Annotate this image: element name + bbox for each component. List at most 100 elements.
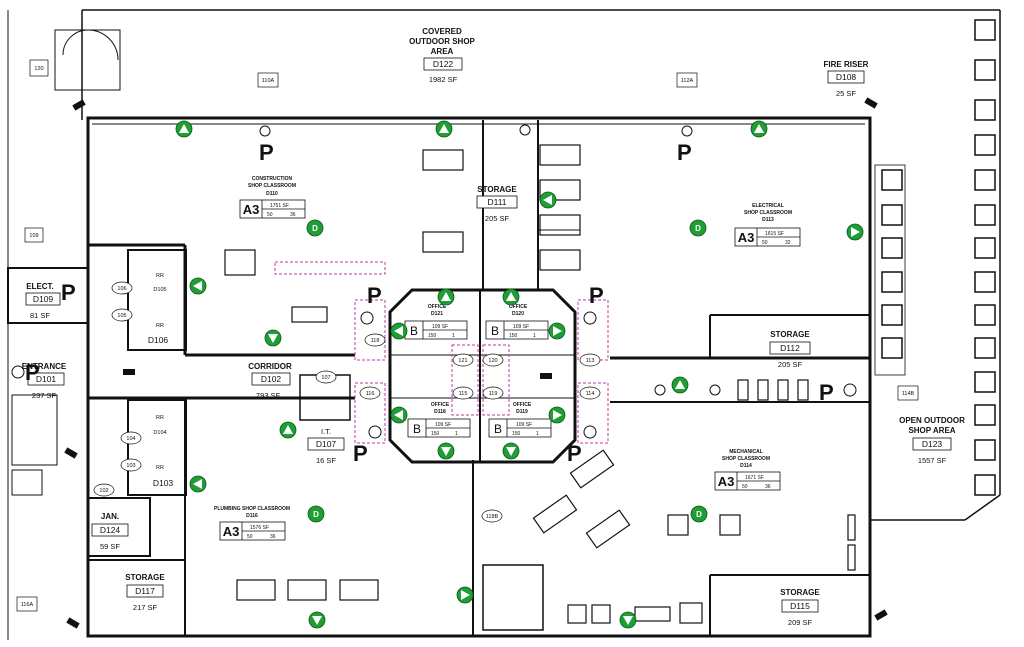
door-tag: 114B xyxy=(897,385,919,401)
svg-text:A3: A3 xyxy=(738,230,755,245)
door-tag: 107 xyxy=(315,370,337,384)
svg-text:SHOP CLASSROOM: SHOP CLASSROOM xyxy=(722,456,770,462)
triangle-up-icon xyxy=(437,288,455,306)
triangle-up-icon xyxy=(750,120,768,138)
svg-text:109 SF: 109 SF xyxy=(435,422,451,428)
svg-text:D107: D107 xyxy=(316,439,337,449)
svg-text:209 SF: 209 SF xyxy=(788,618,813,627)
svg-text:D124: D124 xyxy=(100,525,121,535)
svg-text:A3: A3 xyxy=(718,474,735,489)
room-rr-d105: RR D105 xyxy=(153,273,166,293)
parking-letter: P xyxy=(819,380,834,405)
svg-text:217 SF: 217 SF xyxy=(133,603,158,612)
svg-text:STORAGE: STORAGE xyxy=(780,588,820,597)
room-mechanical-classroom: MECHANICAL SHOP CLASSROOM D114 xyxy=(722,449,770,469)
svg-text:D112: D112 xyxy=(780,343,800,353)
triangle-down-icon xyxy=(619,611,637,629)
parking-letter: P xyxy=(677,140,692,165)
door-tag: 104 xyxy=(120,431,142,445)
svg-text:A3: A3 xyxy=(223,524,240,539)
svg-text:FIRE RISER: FIRE RISER xyxy=(824,60,869,69)
office-card-d120: B 109 SF 150 1 xyxy=(485,320,549,340)
svg-text:D: D xyxy=(695,224,701,233)
parking-symbols: P P P P P P P P P xyxy=(25,140,834,466)
svg-text:D102: D102 xyxy=(261,374,282,384)
svg-text:D114: D114 xyxy=(740,463,752,469)
camera-icon xyxy=(64,447,78,459)
triangle-right-icon xyxy=(548,406,566,424)
svg-text:D122: D122 xyxy=(433,59,454,69)
svg-text:118: 118 xyxy=(371,338,380,344)
fixture-icon xyxy=(259,125,271,137)
triangle-down-icon xyxy=(264,329,282,347)
svg-text:1982 SF: 1982 SF xyxy=(429,75,458,84)
door-tag: 112A xyxy=(676,72,698,88)
svg-text:120: 120 xyxy=(34,66,43,72)
svg-text:RR: RR xyxy=(156,465,164,471)
door-tag: 118B xyxy=(481,509,503,523)
camera-icon xyxy=(66,617,80,629)
svg-text:205 SF: 205 SF xyxy=(485,214,510,223)
svg-text:D101: D101 xyxy=(36,374,57,384)
triangle-up-icon xyxy=(279,421,297,439)
office-card-d118: B 109 SF 150 1 xyxy=(407,418,471,438)
svg-text:237 SF: 237 SF xyxy=(32,391,57,400)
room-rr-d106: RR D106 xyxy=(148,323,169,345)
room-plumbing-classroom: PLUMBING SHOP CLASSROOM D116 xyxy=(214,506,290,519)
svg-text:59 SF: 59 SF xyxy=(100,542,120,551)
svg-text:B: B xyxy=(413,422,421,436)
fixture-icon xyxy=(360,311,374,325)
room-rr-d103: RR D103 xyxy=(153,465,174,488)
svg-text:50: 50 xyxy=(247,534,253,540)
svg-text:D103: D103 xyxy=(153,478,174,488)
fixture-icon xyxy=(583,425,597,439)
svg-text:D118: D118 xyxy=(434,409,446,415)
svg-text:D: D xyxy=(696,510,702,519)
triangle-left-icon xyxy=(189,277,207,295)
svg-text:D119: D119 xyxy=(516,409,528,415)
triangle-left-icon xyxy=(189,475,207,493)
triangle-up-icon xyxy=(671,376,689,394)
svg-text:105: 105 xyxy=(117,313,126,319)
svg-text:I.T.: I.T. xyxy=(321,427,331,436)
room-storage-d112: STORAGE D112 205 SF xyxy=(769,330,811,369)
parking-letter: P xyxy=(367,283,382,308)
fixture-icon xyxy=(583,311,597,325)
triangle-left-icon xyxy=(390,406,408,424)
svg-text:109 SF: 109 SF xyxy=(432,324,448,330)
svg-text:1751 SF: 1751 SF xyxy=(270,203,289,209)
svg-text:OPEN OUTDOOR: OPEN OUTDOOR xyxy=(899,416,965,425)
parking-letter: P xyxy=(353,441,368,466)
svg-text:MECHANICAL: MECHANICAL xyxy=(729,449,763,455)
door-tag: 113 xyxy=(579,353,601,367)
svg-text:109: 109 xyxy=(29,233,38,239)
triangle-right-icon xyxy=(548,322,566,340)
fixture-icon xyxy=(654,384,666,396)
svg-text:OFFICE: OFFICE xyxy=(431,402,450,408)
camera-icon xyxy=(123,369,135,375)
room-jan: JAN. D124 59 SF xyxy=(91,512,129,551)
svg-text:116: 116 xyxy=(366,391,375,397)
parking-letter: P xyxy=(567,441,582,466)
door-tag: 115 xyxy=(452,386,474,400)
wall-fixtures xyxy=(11,124,857,439)
svg-text:D108: D108 xyxy=(836,72,857,82)
svg-text:102: 102 xyxy=(99,488,108,494)
room-elect-d109: ELECT. D109 81 SF xyxy=(25,282,61,320)
svg-text:50: 50 xyxy=(742,484,748,490)
svg-text:110A: 110A xyxy=(262,78,275,84)
room-construction-classroom: CONSTRUCTION SHOP CLASSROOM D110 xyxy=(248,176,296,197)
triangle-down-icon xyxy=(437,442,455,460)
svg-text:120: 120 xyxy=(488,358,497,364)
room-open-outdoor: OPEN OUTDOOR SHOP AREA D123 1557 SF xyxy=(899,416,965,465)
door-tag: 120 xyxy=(29,59,49,77)
svg-text:D104: D104 xyxy=(153,430,166,436)
svg-text:RR: RR xyxy=(156,415,164,421)
svg-text:D120: D120 xyxy=(512,311,524,317)
fixture-icon xyxy=(709,384,721,396)
door-tag: 116 xyxy=(359,386,381,400)
triangle-down-icon xyxy=(308,611,326,629)
svg-text:32: 32 xyxy=(785,240,791,246)
office-card-d119: B 109 SF 150 1 xyxy=(488,418,552,438)
clearance-zones xyxy=(274,261,609,444)
